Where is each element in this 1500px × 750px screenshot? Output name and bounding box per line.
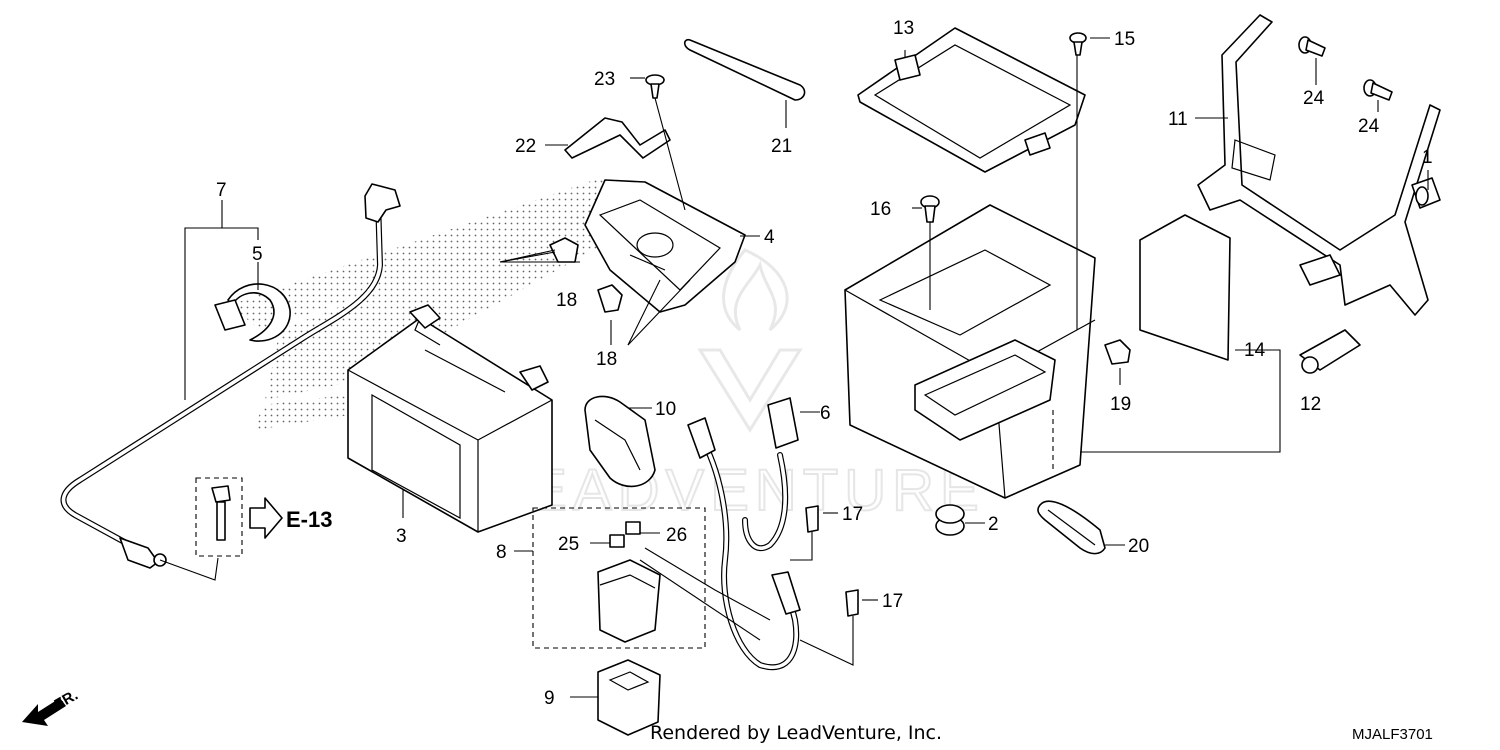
battery-box [844, 204, 1096, 499]
bolt-24-right [1363, 79, 1393, 101]
callout-21: 21 [771, 136, 792, 157]
starter-relay [597, 559, 661, 643]
callout-5: 5 [252, 244, 263, 265]
battery-cable-harness [60, 183, 401, 569]
nut-clip-19 [1104, 339, 1131, 365]
fuse-25 [609, 534, 625, 548]
shading-rays [230, 178, 640, 430]
bolt-16 [920, 195, 940, 223]
watermark-logo: LEADVENTURE [489, 248, 985, 524]
callout-13: 13 [893, 18, 914, 39]
seal-pad [1139, 214, 1231, 361]
callout-1: 1 [1422, 147, 1433, 168]
reference-bolt-group [195, 477, 243, 557]
relay-cover [597, 659, 661, 736]
collar-1 [1411, 177, 1441, 209]
starter-cable [687, 397, 801, 671]
callout-8: 8 [496, 542, 507, 563]
callout-12: 12 [1300, 394, 1321, 415]
callout-24-left: 24 [1303, 88, 1325, 109]
fuse-26 [625, 521, 641, 535]
callout-3: 3 [396, 526, 407, 547]
callout-20: 20 [1128, 536, 1149, 557]
callout-17-upper: 17 [842, 504, 863, 525]
callout-2: 2 [988, 514, 999, 535]
callout-labels: 1 2 3 4 5 6 7 8 9 10 11 12 13 14 15 16 1… [216, 18, 1433, 709]
leader-lines [159, 37, 1429, 698]
group-8-frame [532, 507, 706, 649]
callout-9: 9 [544, 688, 555, 709]
battery-box-lid [857, 27, 1086, 173]
holder-stay [564, 117, 671, 159]
battery [347, 304, 553, 533]
callout-7: 7 [216, 180, 227, 201]
front-direction-arrow [22, 698, 66, 726]
callout-11: 11 [1168, 109, 1188, 130]
callout-10: 10 [655, 399, 676, 420]
reference-arrow [249, 497, 283, 539]
bolt-15 [1069, 32, 1087, 56]
diagram-code: MJALF3701 [1352, 726, 1433, 743]
bolt-17-upper [805, 505, 819, 533]
clip-18-lower [597, 284, 623, 313]
rubber-band-20 [1037, 500, 1106, 555]
bolt-17-lower [845, 589, 859, 617]
bolt-24-left [1298, 36, 1326, 57]
rubber-band-21 [683, 38, 806, 101]
callout-17-lower: 17 [882, 591, 903, 612]
callout-6: 6 [820, 403, 831, 424]
callout-16: 16 [870, 199, 891, 220]
callout-14: 14 [1244, 340, 1266, 361]
reference-label: E-13 [286, 507, 332, 532]
battery-holder [584, 179, 746, 313]
callout-15: 15 [1114, 29, 1135, 50]
callout-18-upper: 18 [556, 290, 577, 311]
callout-4: 4 [764, 227, 775, 248]
callout-24-right: 24 [1358, 116, 1380, 137]
callout-18-lower: 18 [596, 349, 617, 370]
callout-26: 26 [666, 525, 687, 546]
callout-22: 22 [515, 136, 536, 157]
cable-clamp [214, 283, 291, 342]
callout-25: 25 [558, 534, 579, 555]
screw-23 [645, 74, 665, 99]
terminal-cover [584, 395, 656, 488]
grommet [935, 504, 965, 536]
callout-19: 19 [1110, 394, 1131, 415]
bracket-11 [1197, 14, 1441, 374]
rendered-by-credit: Rendered by LeadVenture, Inc. [650, 722, 942, 744]
watermark-text: LEADVENTURE [490, 458, 985, 523]
clip-18-upper [549, 237, 579, 263]
callout-23: 23 [594, 69, 615, 90]
